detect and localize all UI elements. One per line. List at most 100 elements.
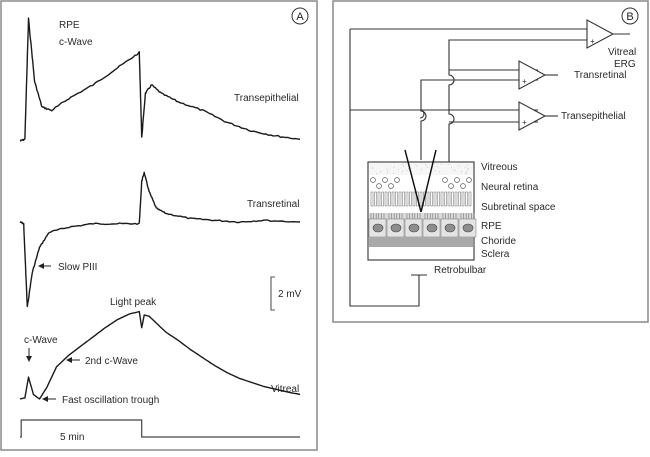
wire-subretinal-electrode: [420, 79, 538, 160]
vitreous-speckle: [425, 164, 426, 165]
photoreceptor: [461, 191, 465, 207]
vitreous-speckle: [388, 167, 390, 169]
neural-retina-cells: [370, 177, 472, 189]
amplifier-transepithelial-plus: +: [522, 118, 527, 127]
vitreous-speckle: [457, 165, 459, 167]
neural-retina-cell: [448, 183, 454, 189]
label-transepithelial-amp: Transepithelial: [561, 111, 626, 122]
trace-light-stimulus: [20, 419, 300, 438]
amplifier-transepithelial: + Transepithelial: [518, 101, 626, 131]
microelectrode: [404, 149, 437, 213]
photoreceptor: [409, 191, 412, 207]
photoreceptor: [458, 191, 461, 207]
photoreceptor: [402, 191, 405, 207]
panel-a-border: [0, 0, 318, 451]
arrow-second-c-wave-head: [66, 357, 72, 363]
vitreous-speckle: [464, 167, 466, 169]
vitreous-speckle: [434, 169, 436, 171]
rpe-nucleus: [462, 223, 474, 233]
vitreous-speckle: [387, 170, 389, 171]
vitreous-speckle: [403, 165, 405, 167]
vitreous-speckle: [406, 169, 408, 171]
vitreous-speckle: [452, 169, 454, 171]
photoreceptor: [426, 191, 430, 207]
label-transretinal-amp: Transretinal: [574, 70, 626, 81]
label-layer-subretinal-space: Subretinal space: [481, 202, 556, 213]
vitreous-speckle: [393, 166, 395, 168]
vitreous-speckle: [421, 168, 423, 170]
panel-b: B + Vitreal ERG: [332, 0, 649, 323]
label-second-c-wave: 2nd c-Wave: [85, 356, 138, 367]
vitreous-speckle: [376, 173, 378, 174]
label-c-wave-vitreal: c-Wave: [24, 335, 58, 346]
label-layer-vitreous: Vitreous: [481, 162, 518, 173]
vitreous-speckle: [427, 166, 429, 168]
neural-retina-cell: [466, 177, 472, 183]
arrow-slow-piii: [38, 263, 51, 269]
vitreous-speckle: [467, 167, 469, 169]
vitreous-speckle: [466, 173, 468, 174]
rpe-nucleus: [408, 223, 420, 233]
rpe-nucleus: [426, 223, 438, 233]
arrow-c-wave-head: [26, 356, 32, 362]
label-transepithelial: Transepithelial: [234, 93, 299, 104]
amplifier-transretinal-triangle: [518, 60, 547, 90]
arrow-second-c-wave: [66, 357, 80, 363]
photoreceptor: [451, 191, 454, 207]
photoreceptor: [412, 191, 416, 207]
photoreceptor: [377, 191, 381, 207]
photoreceptor: [444, 191, 447, 207]
amplifier-transretinal-plus: +: [522, 77, 527, 86]
vitreous-speckle: [397, 169, 399, 171]
label-c-wave-top: c-Wave: [59, 37, 93, 48]
label-erg: ERG: [614, 59, 636, 70]
panel-a-badge-circle: [291, 7, 309, 25]
vitreous-speckle: [436, 166, 438, 167]
panel-b-border: [332, 0, 649, 323]
vitreous-speckles: [372, 163, 469, 174]
vitreous-speckle: [466, 170, 468, 172]
vitreous-speckle: [461, 170, 463, 172]
photoreceptor: [440, 191, 444, 207]
vitreous-speckle: [451, 167, 453, 168]
label-vitreal: Vitreal: [271, 384, 299, 395]
scale-bar-bracket: [270, 276, 275, 311]
neural-retina-cell: [382, 177, 388, 183]
amplifier-vitreal: + Vitreal ERG: [586, 19, 636, 70]
retina-section: [367, 149, 477, 261]
rpe-nucleus: [372, 223, 384, 233]
scale-bar: [270, 276, 275, 311]
vitreous-speckle: [467, 168, 469, 170]
vitreous-speckle: [401, 170, 403, 172]
neural-retina-cell: [370, 177, 376, 183]
label-retrobulbar: Retrobulbar: [434, 265, 487, 276]
photoreceptor: [454, 191, 458, 207]
vitreous-speckle: [459, 165, 461, 167]
arrow-slow-piii-head: [38, 263, 44, 269]
photoreceptor: [388, 191, 391, 207]
arrow-fast-oscillation: [42, 396, 56, 402]
layer-choroid: [369, 237, 473, 247]
vitreous-speckle: [455, 169, 457, 171]
photoreceptor: [447, 191, 451, 207]
photoreceptor: [384, 191, 388, 207]
photoreceptor-stripes: [370, 191, 472, 207]
panel-b-badge-text: B: [626, 11, 633, 23]
photoreceptor: [391, 191, 395, 207]
photoreceptor: [468, 191, 472, 207]
vitreous-speckle: [392, 172, 394, 174]
neural-retina-cell: [460, 183, 466, 189]
photoreceptor: [405, 191, 409, 207]
trace-transepithelial: [19, 17, 301, 142]
rpe-cells: [368, 213, 477, 238]
label-layer-choroid: Choride: [481, 236, 516, 247]
label-layer-sclera: Sclera: [481, 249, 510, 260]
amplifier-transretinal: + Transretinal: [518, 60, 626, 90]
photoreceptor: [419, 191, 423, 207]
label-transretinal: Transretinal: [247, 199, 299, 210]
photoreceptor: [381, 191, 384, 207]
vitreous-speckle: [438, 171, 440, 173]
label-light-peak: Light peak: [110, 297, 157, 308]
vitreous-speckle: [415, 165, 417, 167]
